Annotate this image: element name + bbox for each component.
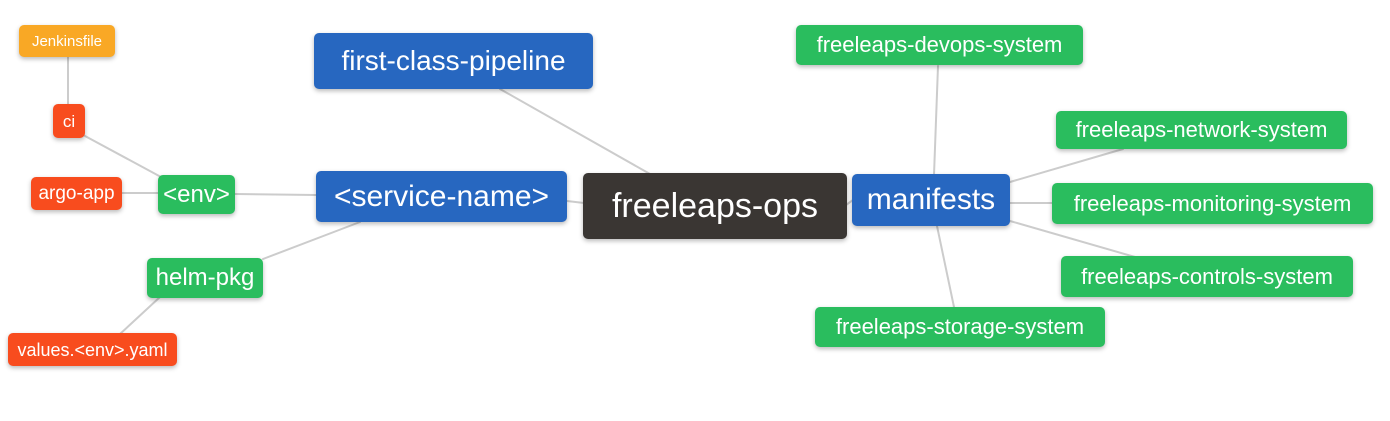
edge-manifests-storage-system xyxy=(936,225,955,308)
edge-service-name-helm-pkg xyxy=(262,221,361,260)
node-freeleaps-network-system[interactable]: freeleaps-network-system xyxy=(1056,111,1347,149)
node-first-class-pipeline[interactable]: first-class-pipeline xyxy=(314,33,593,89)
node-ci[interactable]: ci xyxy=(53,104,85,138)
edge-manifests-network-system xyxy=(1009,148,1124,183)
node-jenkinsfile[interactable]: Jenkinsfile xyxy=(19,25,115,57)
node-env[interactable]: <env> xyxy=(158,175,235,214)
node-manifests[interactable]: manifests xyxy=(852,174,1010,226)
node-freeleaps-devops-system[interactable]: freeleaps-devops-system xyxy=(796,25,1083,65)
node-service-name[interactable]: <service-name> xyxy=(316,171,567,222)
node-helm-pkg[interactable]: helm-pkg xyxy=(147,258,263,298)
edge-root-first-class-pipeline xyxy=(499,88,651,175)
node-freeleaps-storage-system[interactable]: freeleaps-storage-system xyxy=(815,307,1105,347)
edge-service-name-env xyxy=(234,193,317,196)
edge-root-manifests xyxy=(845,199,854,206)
edge-manifests-controls-system xyxy=(1009,220,1136,258)
node-freeleaps-ops-root[interactable]: freeleaps-ops xyxy=(583,173,847,239)
node-freeleaps-monitoring-system[interactable]: freeleaps-monitoring-system xyxy=(1052,183,1373,224)
edge-env-ci xyxy=(84,135,162,178)
edge-root-service-name xyxy=(566,200,585,204)
node-values-env-yaml[interactable]: values.<env>.yaml xyxy=(8,333,177,366)
node-argo-app[interactable]: argo-app xyxy=(31,177,122,210)
edge-helm-pkg-values-env-yaml xyxy=(119,296,161,335)
edge-manifests-devops-system xyxy=(933,65,939,176)
node-freeleaps-controls-system[interactable]: freeleaps-controls-system xyxy=(1061,256,1353,297)
